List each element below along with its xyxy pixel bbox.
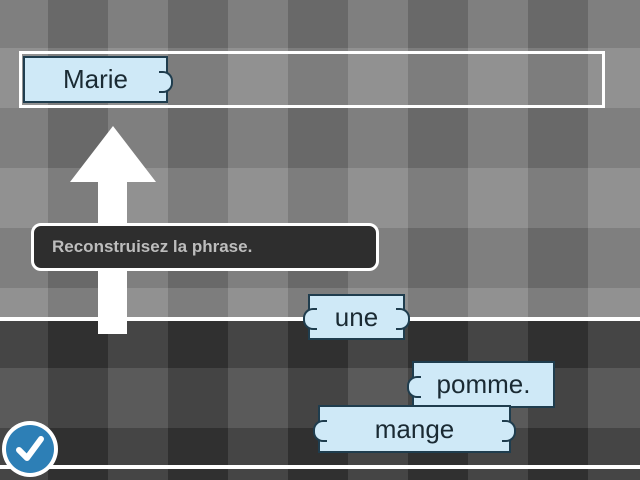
tray-bottom-divider [0,465,640,469]
word-card-label: Marie [62,64,128,94]
instruction-text: Reconstruisez la phrase. [52,237,253,256]
word-card[interactable]: mange [313,405,516,453]
word-card-label: une [334,301,379,332]
check-icon [6,425,54,473]
word-card[interactable]: une [303,294,410,340]
instruction-tooltip: Reconstruisez la phrase. [31,223,379,271]
word-card-placed[interactable]: Marie [23,56,173,103]
word-card-label: pomme. [436,369,531,399]
submit-button[interactable] [2,421,58,477]
sentence-drop-zone[interactable] [19,51,605,108]
word-card-label: mange [374,413,455,444]
word-card[interactable]: pomme. [407,361,555,408]
